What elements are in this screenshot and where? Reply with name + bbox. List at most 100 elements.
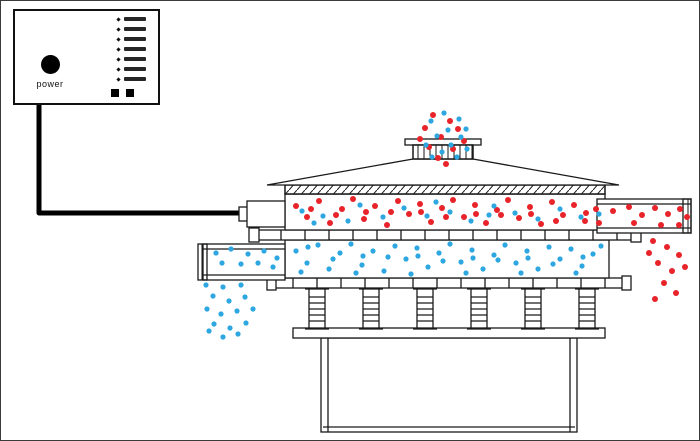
fine-particle-dot [502,242,508,248]
fine-particle-dot [299,208,305,214]
fine-particle-dot [579,263,585,269]
fine-particle-dot [456,116,462,122]
oversize-particles [293,112,690,302]
fine-particle-dot [380,214,386,220]
indicator-label [124,37,146,41]
indicator-bullet-icon [116,26,121,32]
oversize-particle-dot [684,214,690,220]
fine-particle-dot [206,328,212,334]
fine-particle-dot [227,325,233,331]
fine-particle-dot [463,126,469,132]
fine-particle-dot [228,246,234,252]
oversize-particle-dot [304,214,310,220]
fine-particle-dot [486,212,492,218]
oversize-particle-dot [677,206,683,212]
oversize-particle-dot [658,222,664,228]
oversize-particle-dot [553,218,559,224]
fine-particle-dot [573,270,579,276]
fine-particle-dot [320,213,326,219]
power-cable [36,102,250,216]
screen-rim-band [284,184,606,195]
fine-particle-dot [357,202,363,208]
fine-particle-dot [458,134,464,140]
oversize-particle-dot [428,219,434,225]
oversize-particle-dot [676,222,682,228]
oversize-particle-dot [639,212,645,218]
oversize-particle-dot [439,205,445,211]
oversize-particle-dot [560,212,566,218]
indicator-label [124,47,146,51]
oversize-particle-dot [461,214,467,220]
cone-lid [266,158,620,186]
support-springs [305,288,599,330]
fine-particle-dot [425,264,431,270]
fine-particle-dot [213,250,219,256]
oversize-particle-dot [669,268,675,274]
indicator-label [124,77,146,81]
oversize-particle-dot [664,244,670,250]
fine-particle-dot [235,331,241,337]
fine-particle-dot [518,270,524,276]
fine-particle-dot [439,149,445,155]
fine-particle-dot [495,257,501,263]
fine-particle-dot [596,211,602,217]
fine-particle-dot [525,255,531,261]
fine-particle-dot [238,282,244,288]
oversize-particle-dot [443,161,449,167]
power-knob-label: power [36,79,64,89]
control-buttons [111,89,134,97]
oversize-particle-dot [350,196,356,202]
indicator-label [124,27,146,31]
fine-particle-dot [345,218,351,224]
fine-particle-dot [440,258,446,264]
indicator-row [116,46,146,52]
indicator-row [116,66,146,72]
fine-particle-dot [219,260,225,266]
control-button[interactable] [111,89,119,97]
fine-particle-dot [220,284,226,290]
fine-particle-dot [245,251,251,257]
power-knob[interactable] [41,55,60,74]
fine-particle-dot [234,308,240,314]
oversize-particle-dot [505,197,511,203]
oversize-particle-dot [498,212,504,218]
oversize-particle-dot [450,197,456,203]
oversize-particle-dot [417,201,423,207]
fine-particle-dot [414,245,420,251]
oversize-particle-dot [422,125,428,131]
oversize-particle-dot [363,209,369,215]
fine-particle-dot [458,259,464,265]
oversize-particle-dot [610,208,616,214]
oversize-particle-dot [339,206,345,212]
fine-particle-dot [204,306,210,312]
fine-particle-dot [337,250,343,256]
oversize-particle-dot [676,252,682,258]
oversize-particle-dot [472,202,478,208]
oversize-particle-dot [673,290,679,296]
fine-particle-dot [242,294,248,300]
oversize-particle-dot [443,214,449,220]
indicator-list [116,16,146,82]
feed-inlet [404,138,482,160]
fine-particle-dot [250,306,256,312]
fine-particle-dot [311,220,317,226]
oversize-particle-dot [473,211,479,217]
indicator-label [124,67,146,71]
oversize-particle-dot [596,220,602,226]
fine-particle-dot [428,118,434,124]
upper-chamber [284,193,606,231]
fine-particle-dot [293,248,299,254]
base-ring [292,327,606,339]
fine-particle-dot [470,255,476,261]
indicator-bullet-icon [116,46,121,52]
indicator-bullet-icon [116,66,121,72]
fine-particle-dot [218,311,224,317]
indicator-bullet-icon [116,56,121,62]
fine-particle-dot [463,270,469,276]
control-button[interactable] [126,89,134,97]
fine-particle-dot [401,205,407,211]
fine-particles [203,110,604,340]
indicator-bullet-icon [116,36,121,42]
fine-particle-dot [524,248,530,254]
